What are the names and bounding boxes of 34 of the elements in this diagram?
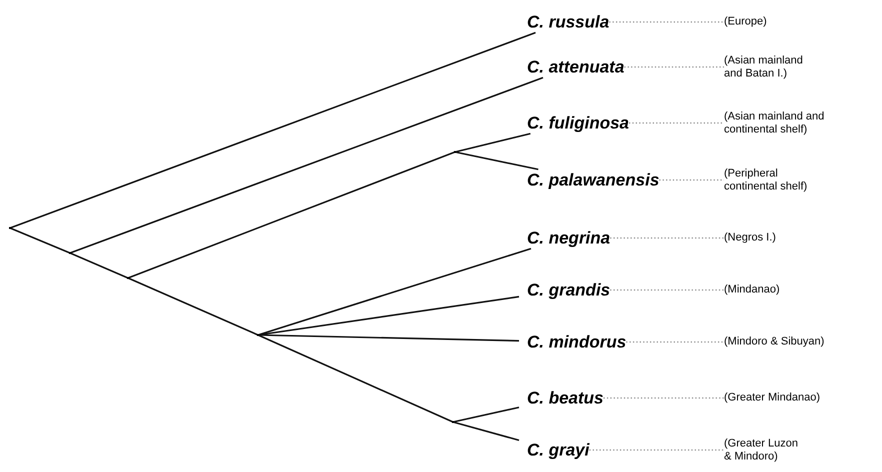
- tree-branch: [258, 334, 454, 423]
- tree-branch: [10, 32, 536, 229]
- species-name: C. russula: [519, 11, 610, 33]
- tree-branch: [70, 76, 544, 254]
- species-name: C. fuliginosa: [519, 112, 629, 134]
- region-label: (Europe): [724, 16, 874, 28]
- tree-branch: [258, 248, 532, 336]
- region-label: (Mindanao): [724, 284, 874, 296]
- species-name: C. negrina: [519, 227, 610, 249]
- tree-branch: [10, 227, 70, 254]
- tree-branch: [258, 296, 520, 336]
- tree-branch: [258, 334, 520, 342]
- region-label: (Mindoro & Sibuyan): [724, 336, 874, 348]
- region-label: (Asian mainland and Batan I.): [724, 54, 812, 80]
- region-label: (Peripheral continental shelf): [724, 167, 808, 193]
- dotted-leader-line: [628, 122, 724, 124]
- species-name: C. grandis: [519, 279, 610, 301]
- species-name: C. mindorus: [519, 331, 626, 353]
- tree-branch: [128, 277, 258, 336]
- species-name: C. beatus: [519, 387, 604, 409]
- tree-branch: [70, 252, 128, 279]
- dotted-leader-line: [624, 66, 724, 68]
- tree-branch: [452, 421, 520, 442]
- region-label: (Greater Luzon & Mindoro): [724, 437, 804, 463]
- species-name: C. grayi: [519, 439, 590, 461]
- region-label: (Negros I.): [724, 232, 874, 244]
- tree-branch: [128, 151, 456, 279]
- tree-branch: [454, 151, 538, 170]
- tree-branch: [452, 406, 520, 423]
- species-name: C. attenuata: [519, 56, 624, 78]
- species-name: C. palawanensis: [519, 169, 660, 191]
- region-label: (Greater Mindanao): [724, 392, 874, 404]
- region-label: (Asian mainland and continental shelf): [724, 110, 844, 136]
- tree-branch: [454, 132, 531, 153]
